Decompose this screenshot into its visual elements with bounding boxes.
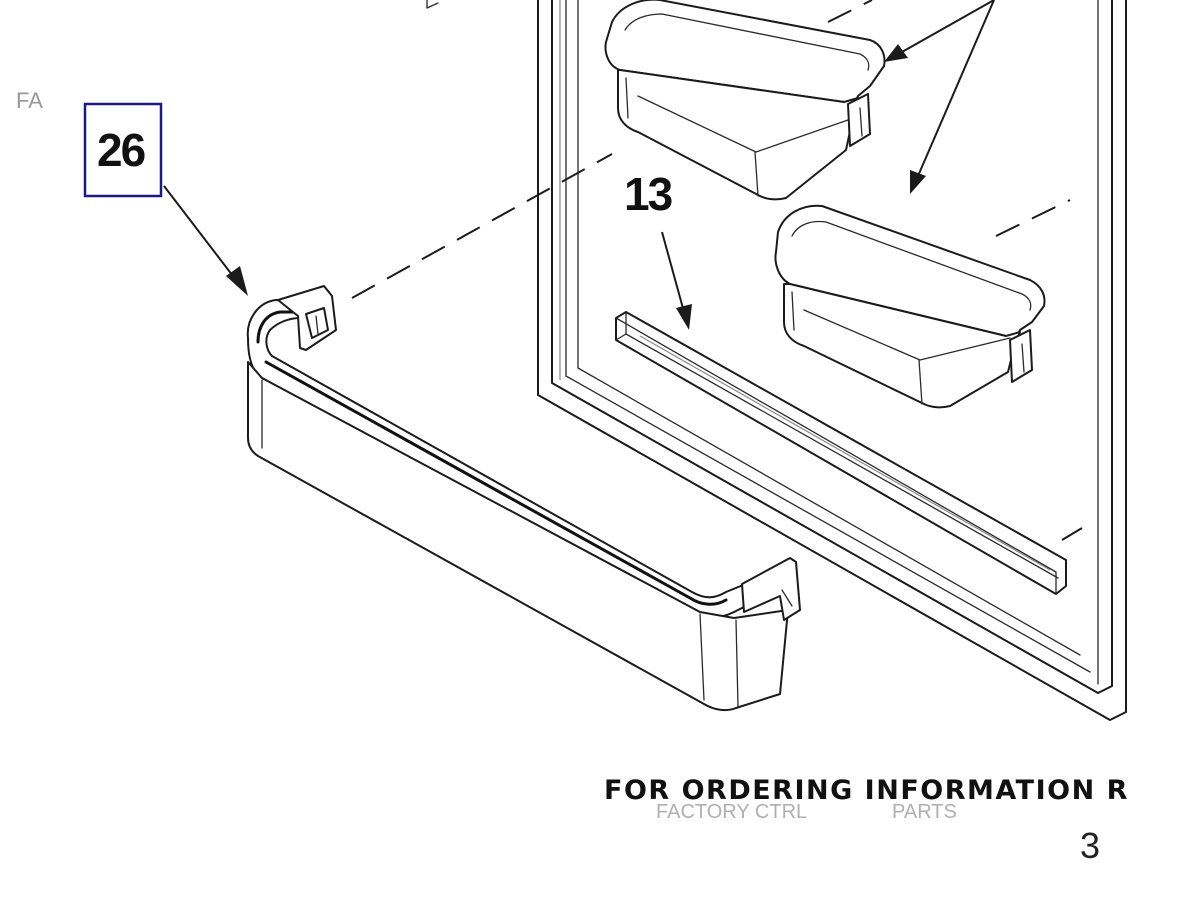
callout-13-label: 13 bbox=[624, 168, 672, 220]
door-panel bbox=[537, 0, 1127, 721]
ordering-information-text: FOR ORDERING INFORMATION R bbox=[604, 775, 1129, 806]
upper-door-bin bbox=[604, 0, 886, 201]
partial-callout-box bbox=[426, 0, 439, 9]
watermark-parts: PARTS bbox=[892, 801, 957, 823]
page-number: 3 bbox=[1080, 825, 1100, 866]
door-shelf-bar-part-26 bbox=[246, 285, 801, 712]
watermark-corner: FA bbox=[16, 88, 43, 113]
callout-26-box bbox=[83, 102, 163, 198]
lower-door-bin bbox=[774, 204, 1046, 409]
alignment-lines bbox=[351, 0, 1083, 541]
callout-26-label: 26 bbox=[97, 124, 145, 176]
door-strip-part-13 bbox=[615, 311, 1067, 595]
leader-arrows bbox=[163, 0, 995, 330]
watermark-factory: FACTORY CTRL bbox=[656, 801, 807, 823]
callout-26: 26 bbox=[83, 102, 163, 198]
